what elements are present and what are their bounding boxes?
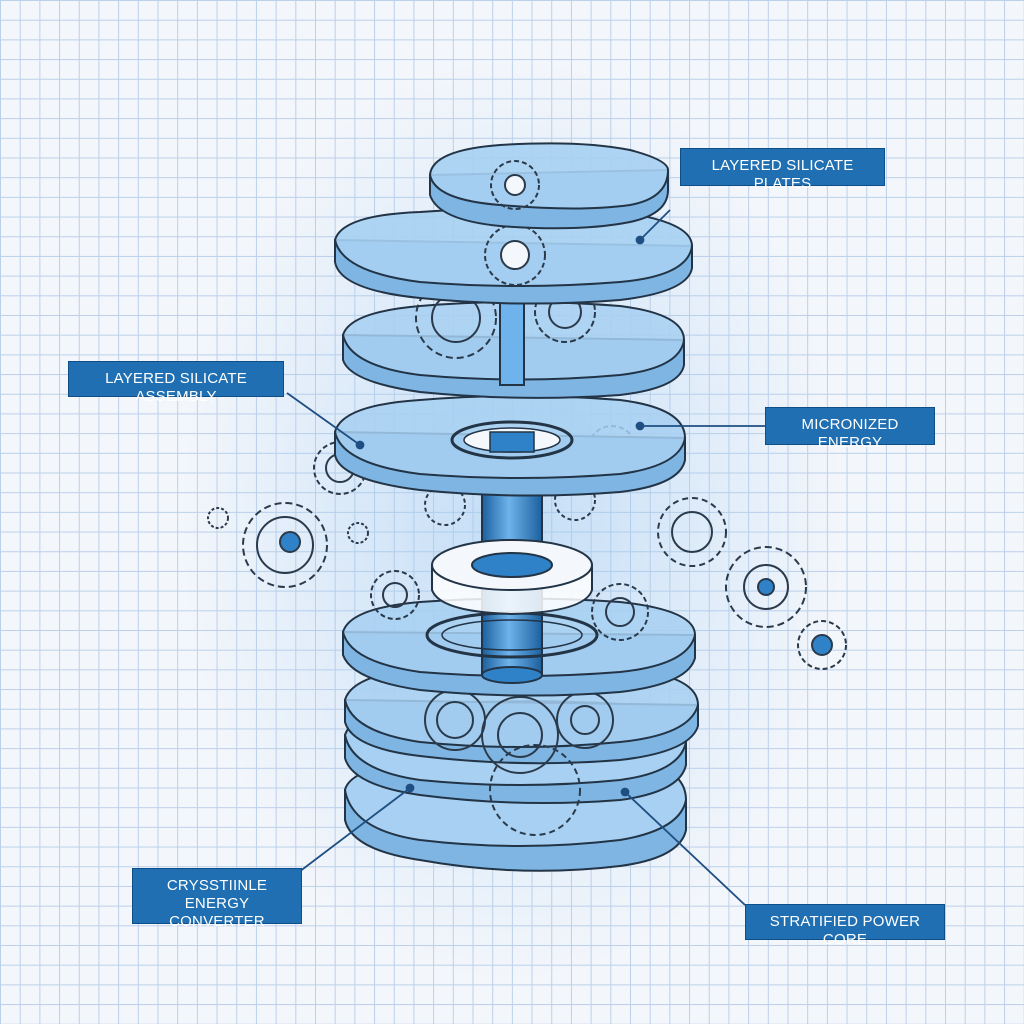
silicate-plate-1 xyxy=(333,207,694,305)
label-crystalline-energy-converter: CRYSSTIINLE ENERGY CONVERTER xyxy=(132,868,302,930)
side-gears-right xyxy=(554,425,847,670)
silicate-plate-top xyxy=(428,142,670,230)
silicate-plate-3 xyxy=(333,395,687,497)
label-layered-silicate-plates: LAYERED SILICATE PLATES xyxy=(680,148,885,192)
leader-lines xyxy=(286,209,765,906)
energy-ring-middle xyxy=(431,539,593,616)
label-stratified-power-core: STRATIFIED POWER CORE xyxy=(745,904,945,948)
label-micronized-energy: MICRONIZED ENERGY xyxy=(765,407,935,451)
side-gears-left xyxy=(207,441,466,620)
bottom-gear-cluster xyxy=(424,689,614,836)
label-layered-silicate-assembly: LAYERED SILICATE ASSEMBLY xyxy=(68,361,284,405)
